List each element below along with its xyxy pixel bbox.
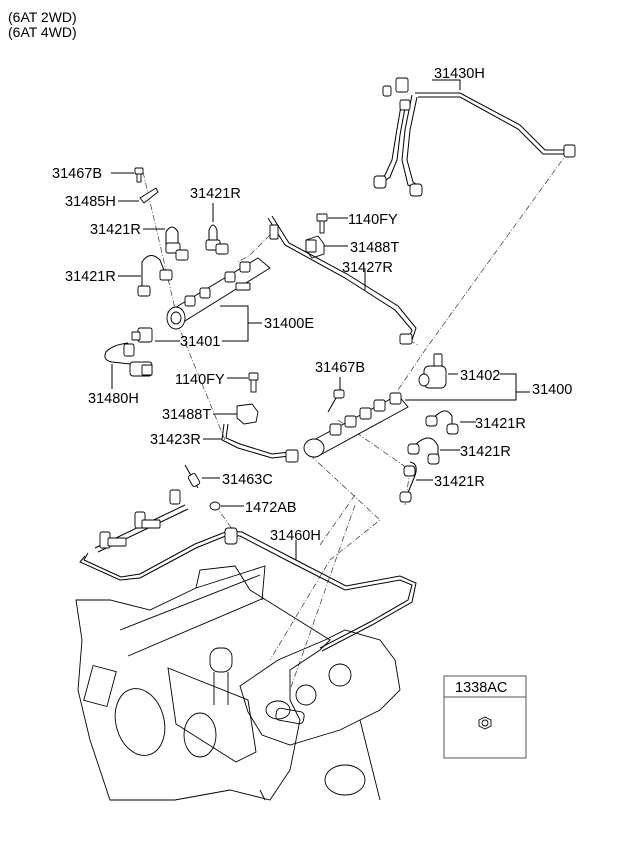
callout-31402[interactable]: 31402 xyxy=(460,368,500,384)
leader-31400e-bracket xyxy=(220,305,262,342)
callout-31488t-mid[interactable]: 31488T xyxy=(162,407,211,423)
part-31400e-fuel-rail-left[interactable] xyxy=(166,257,271,330)
callout-1472ab[interactable]: 1472AB xyxy=(245,500,297,516)
part-31421r-injector-pipe-right-1[interactable] xyxy=(425,410,459,435)
callout-31421r-right-1[interactable]: 31421R xyxy=(475,416,526,432)
part-31421r-injector-pipe-right-2[interactable] xyxy=(407,437,440,465)
callout-31421r-right-3[interactable]: 31421R xyxy=(434,474,485,490)
part-31467b-bolt-upper[interactable] xyxy=(134,167,144,183)
variant-label-4wd: (6AT 4WD) xyxy=(8,24,77,40)
part-31480h-wiring-harness[interactable] xyxy=(104,342,153,377)
part-31488t-bracket-mid[interactable] xyxy=(236,403,259,425)
callout-31421r-left[interactable]: 31421R xyxy=(65,269,116,285)
leader-31430h xyxy=(432,79,461,90)
callout-31430h[interactable]: 31430H xyxy=(434,66,485,82)
callout-1140fy-mid[interactable]: 1140FY xyxy=(175,372,225,388)
variant-label-2wd: (6AT 2WD) xyxy=(8,9,77,25)
hex-nut-icon xyxy=(478,716,492,730)
part-31427r-fuel-pipe[interactable] xyxy=(267,215,417,345)
callout-31427r[interactable]: 31427R xyxy=(342,260,393,276)
part-1472ab-seal[interactable] xyxy=(209,501,221,511)
callout-31488t-upper[interactable]: 31488T xyxy=(350,240,399,256)
callout-31400[interactable]: 31400 xyxy=(532,382,572,398)
part-31402-pressure-valve[interactable] xyxy=(418,353,447,389)
callout-1140fy-upper[interactable]: 1140FY xyxy=(348,212,398,228)
callout-31463c[interactable]: 31463C xyxy=(222,472,273,488)
legend-part-number[interactable]: 1338AC xyxy=(455,680,507,696)
leader-31400-bracket xyxy=(405,373,530,401)
callout-31467b-upper[interactable]: 31467B xyxy=(52,166,102,182)
callout-31467b-mid[interactable]: 31467B xyxy=(315,360,365,376)
part-31467b-bolt-mid[interactable] xyxy=(327,389,345,413)
part-31423r-fuel-pipe[interactable] xyxy=(221,423,299,463)
part-31488t-bracket-upper[interactable] xyxy=(305,235,325,259)
part-31463c-injector[interactable] xyxy=(184,464,201,489)
callout-31421r-right-2[interactable]: 31421R xyxy=(460,444,511,460)
callout-31400e[interactable]: 31400E xyxy=(264,316,314,332)
callout-31421r-mid[interactable]: 31421R xyxy=(90,222,141,238)
part-31421r-injector-pipe-left[interactable] xyxy=(137,255,173,297)
part-31421r-injector-pipe-mid[interactable] xyxy=(165,226,189,261)
part-31421r-injector-pipe-top[interactable] xyxy=(205,224,229,255)
part-31430h-pipe[interactable] xyxy=(373,77,576,197)
callout-31480h[interactable]: 31480H xyxy=(88,391,139,407)
legend-box-1338ac: 1338AC xyxy=(443,675,527,759)
part-31401-pressure-sensor[interactable] xyxy=(131,327,153,343)
callout-31460h[interactable]: 31460H xyxy=(270,528,321,544)
part-31460h-fuel-pipe[interactable] xyxy=(79,527,417,652)
callout-31421r-top[interactable]: 31421R xyxy=(190,186,241,202)
callout-31485h[interactable]: 31485H xyxy=(65,194,116,210)
part-1140fy-bolt-mid[interactable] xyxy=(248,372,259,393)
part-31400-fuel-rail-right[interactable] xyxy=(303,392,409,458)
callout-31401[interactable]: 31401 xyxy=(180,334,220,350)
callout-31423r[interactable]: 31423R xyxy=(150,432,201,448)
part-31485h-clip[interactable] xyxy=(139,187,159,204)
part-1140fy-bolt-upper[interactable] xyxy=(316,213,328,234)
engine-block-illustration xyxy=(75,565,401,801)
part-31421r-injector-pipe-right-3[interactable] xyxy=(399,461,417,503)
part-injector-row-left[interactable] xyxy=(94,489,189,553)
